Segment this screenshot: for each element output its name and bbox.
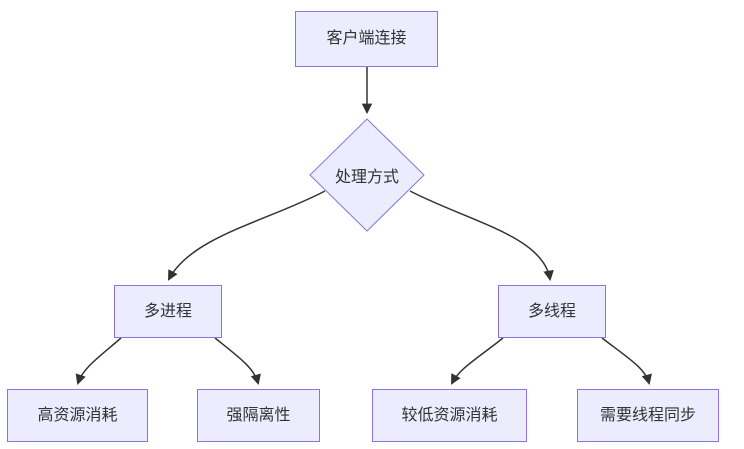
node-decision-label: 处理方式 xyxy=(334,169,399,186)
node-client-connection: 客户端连接 xyxy=(295,11,438,67)
node-lower-resource-consumption-label: 较低资源消耗 xyxy=(401,406,498,424)
node-decision: 处理方式 xyxy=(317,155,417,195)
node-multithread: 多线程 xyxy=(498,285,606,338)
edge-multiprocess-to-isolation xyxy=(214,337,261,386)
node-multiprocess: 多进程 xyxy=(114,285,222,338)
node-high-resource-consumption: 高资源消耗 xyxy=(7,389,148,442)
edge-multithread-to-lower-resource xyxy=(451,337,504,385)
node-high-resource-consumption-label: 高资源消耗 xyxy=(37,406,118,424)
node-lower-resource-consumption: 较低资源消耗 xyxy=(372,389,527,442)
node-thread-sync-required-label: 需要线程同步 xyxy=(599,406,696,424)
node-client-connection-label: 客户端连接 xyxy=(326,30,407,48)
edge-decision-to-multithread xyxy=(409,190,554,282)
node-multiprocess-label: 多进程 xyxy=(143,302,192,320)
edge-decision-to-multiprocess xyxy=(168,190,326,281)
node-multithread-label: 多线程 xyxy=(527,302,576,320)
decision-diamond-shape xyxy=(309,118,425,232)
node-strong-isolation: 强隔离性 xyxy=(197,389,320,442)
edge-multiprocess-to-high-resource xyxy=(75,337,122,385)
node-strong-isolation-label: 强隔离性 xyxy=(226,406,291,424)
node-thread-sync-required: 需要线程同步 xyxy=(577,389,719,442)
edge-multithread-to-thread-sync xyxy=(601,337,652,386)
